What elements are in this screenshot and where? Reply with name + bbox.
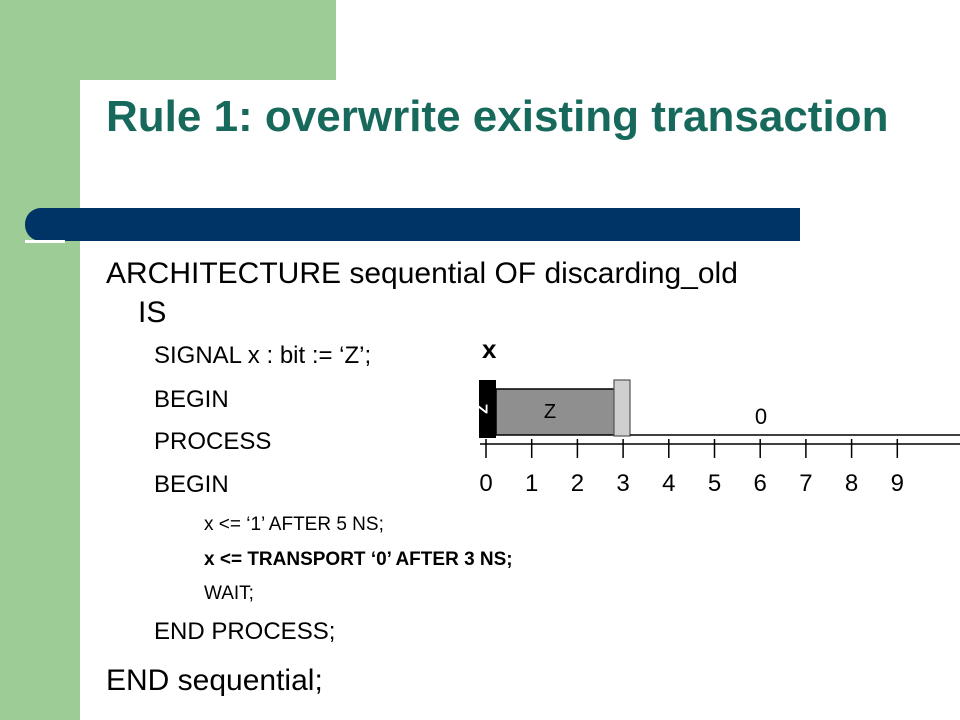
tick-label-6: 6 <box>754 470 767 496</box>
tick-label-4: 4 <box>662 470 675 496</box>
end-architecture: END sequential; <box>106 664 323 697</box>
initial-value-marker <box>479 380 496 438</box>
assignment-transport: x <= TRANSPORT ‘0’ AFTER 3 NS; <box>204 549 513 570</box>
assignment-inertial: x <= ‘1’ AFTER 5 NS; <box>204 514 384 535</box>
slide-title: Rule 1: overwrite existing transaction <box>106 92 889 141</box>
architecture-line-continuation: IS <box>138 296 167 329</box>
signal-label: x <box>482 336 497 364</box>
signal-declaration: SIGNAL x : bit := ‘Z’; <box>154 342 372 369</box>
title-divider-bar <box>25 208 800 241</box>
process-keyword: PROCESS <box>154 428 272 455</box>
tick-label-1: 1 <box>525 470 538 496</box>
tick-label-2: 2 <box>571 470 584 496</box>
architecture-line: ARCHITECTURE sequential OF discarding_ol… <box>106 257 738 290</box>
tick-label-7: 7 <box>799 470 812 496</box>
time-axis-ticks: 0 1 2 3 4 5 6 7 8 9 <box>479 439 904 496</box>
tick-label-5: 5 <box>708 470 721 496</box>
tick-label-3: 3 <box>616 470 629 496</box>
transaction-end-cap <box>613 379 631 437</box>
transaction-timeline-diagram: x Z Z 0 0 1 2 3 4 5 6 7 8 9 <box>475 336 960 496</box>
process-begin-keyword: BEGIN <box>154 471 229 498</box>
left-green-band <box>0 0 80 720</box>
end-process: END PROCESS; <box>154 618 336 645</box>
tick-label-9: 9 <box>891 470 904 496</box>
box-value-label: Z <box>544 401 556 423</box>
initial-marker-label: Z <box>475 404 492 414</box>
tick-label-0: 0 <box>479 470 492 496</box>
divider-notch <box>25 240 65 243</box>
begin-keyword: BEGIN <box>154 386 229 413</box>
tick-label-8: 8 <box>845 470 858 496</box>
top-green-band <box>80 0 336 80</box>
pending-transaction-box <box>495 388 619 436</box>
wait-statement: WAIT; <box>204 583 254 604</box>
line-value-label: 0 <box>755 404 767 429</box>
